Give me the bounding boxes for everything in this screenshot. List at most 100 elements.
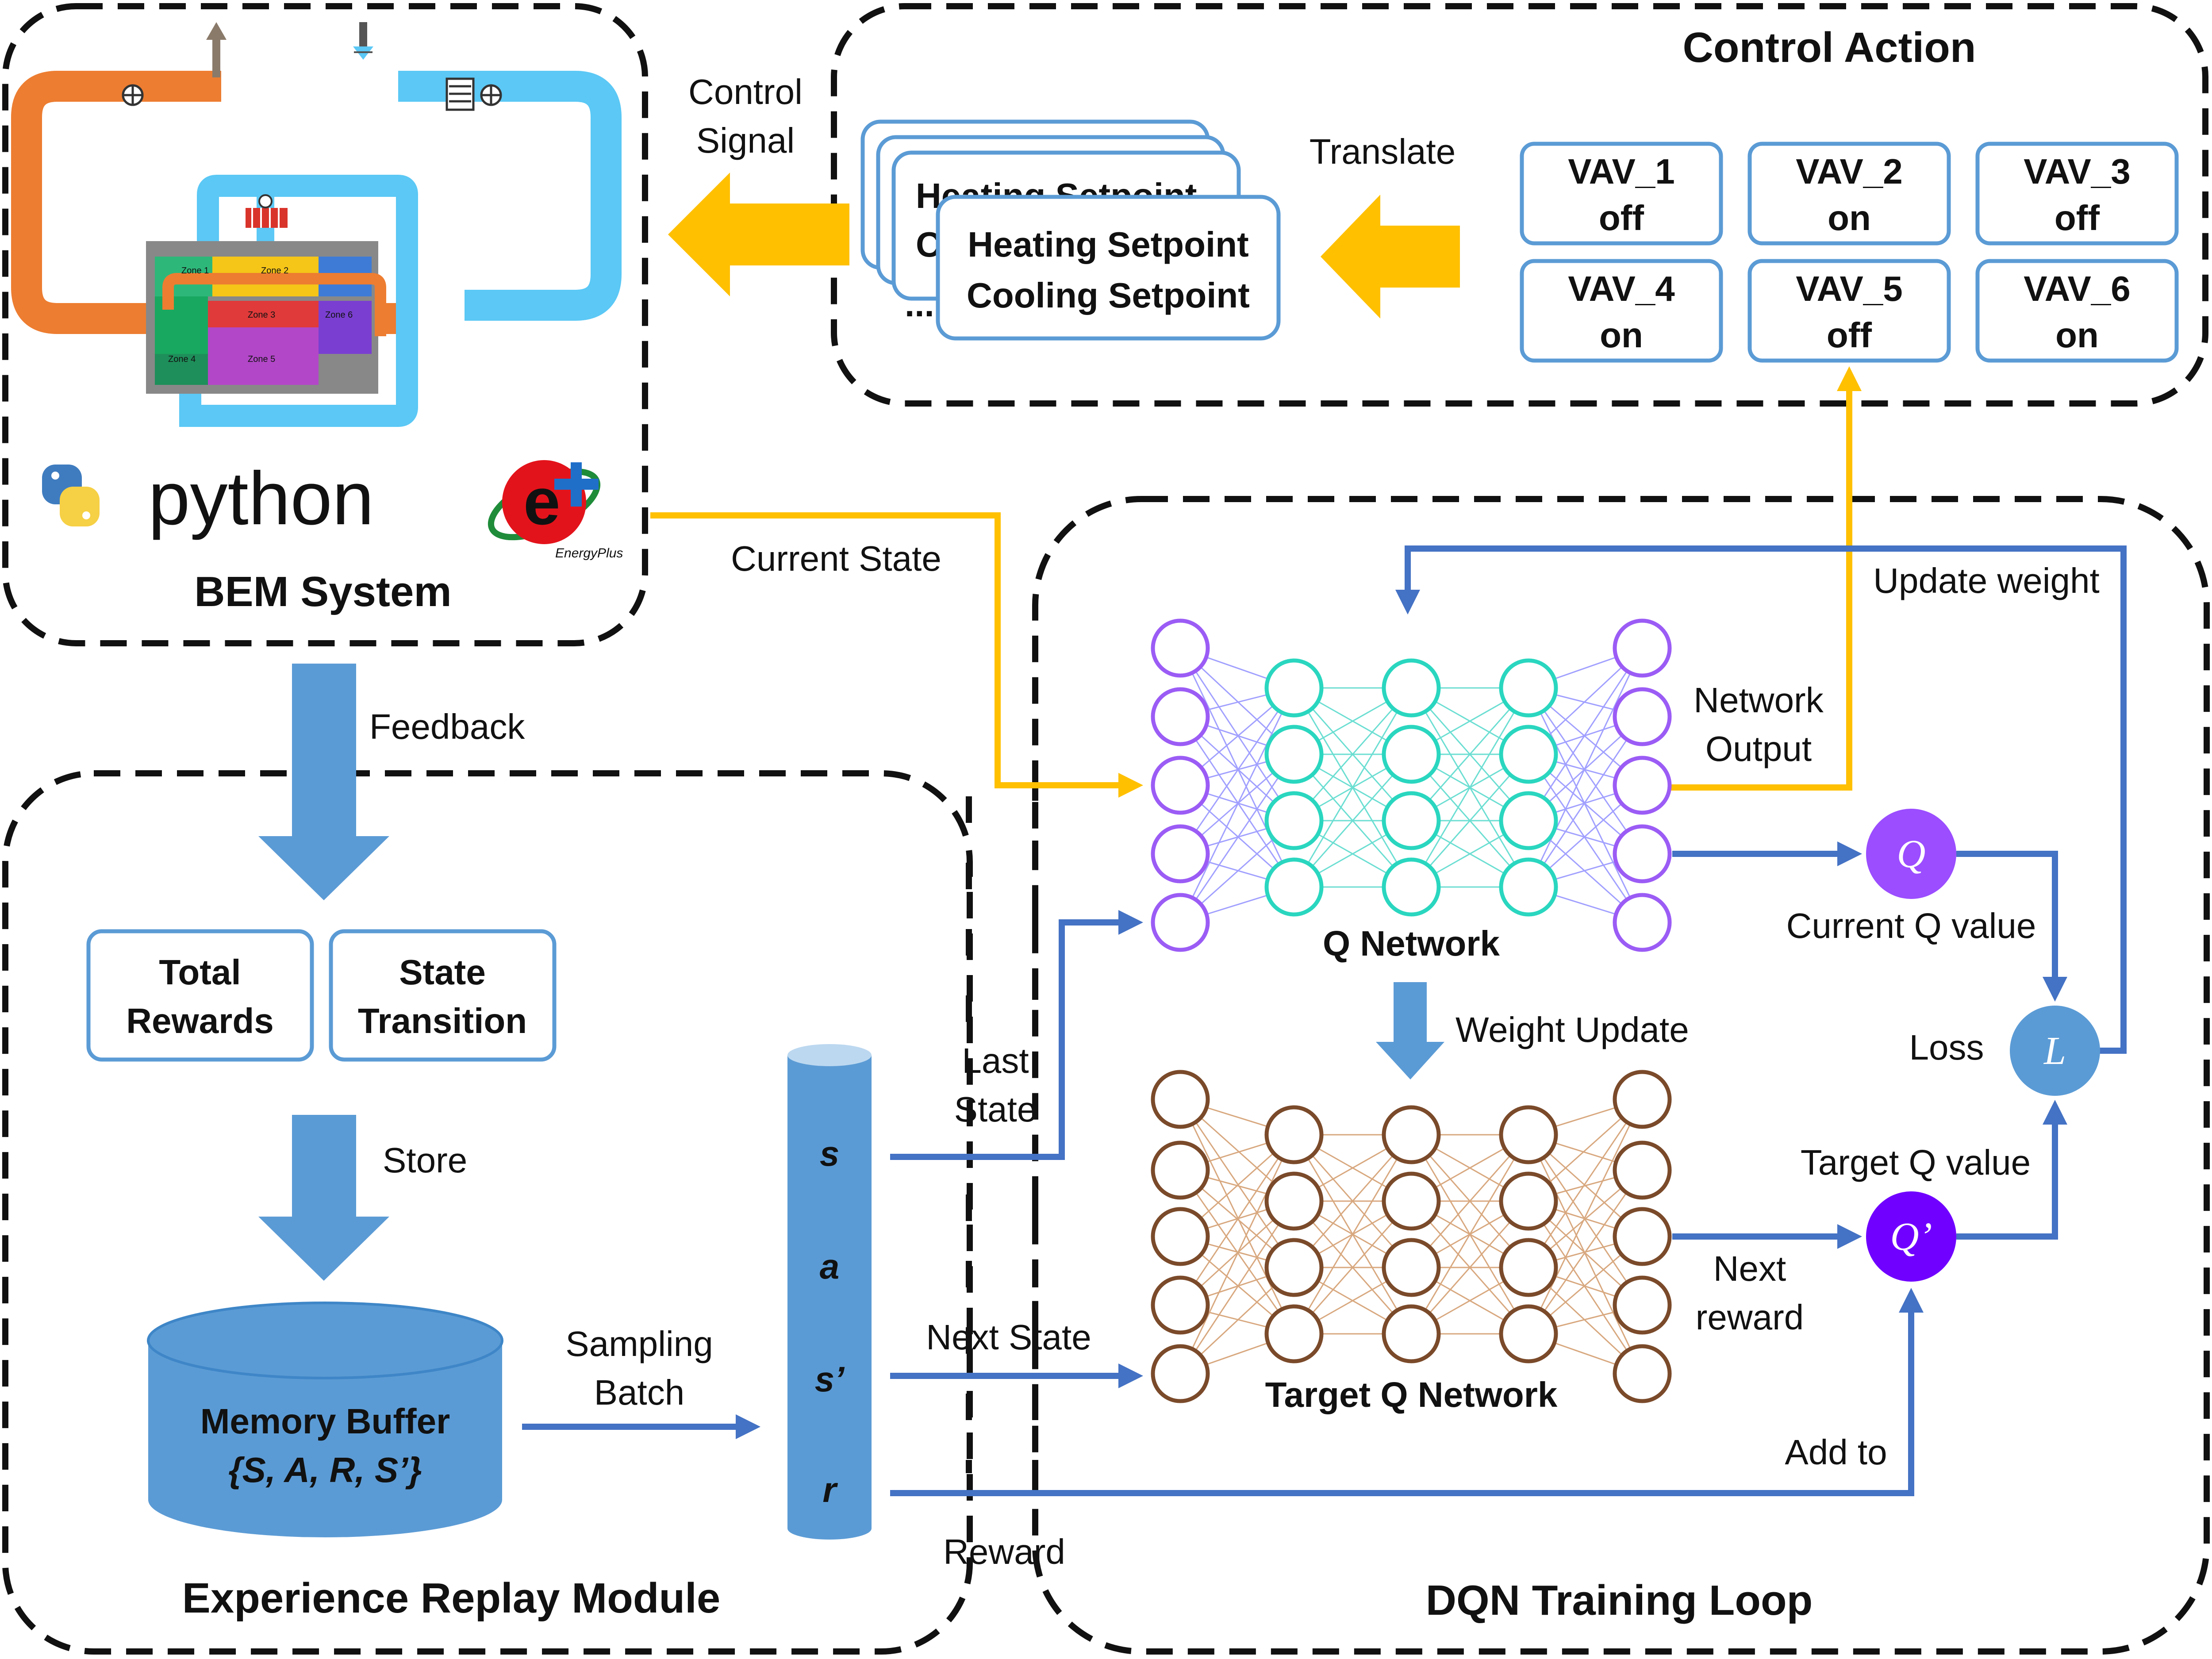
vav-name: VAV_4 — [1568, 269, 1675, 308]
feedback-label: Feedback — [369, 707, 525, 746]
target-q-network-label: Target Q Network — [1265, 1375, 1558, 1414]
vav-grid: VAV_1 off VAV_2 on VAV_3 off VAV_4 on VA… — [1520, 142, 2179, 363]
vav-box: VAV_5 off — [1747, 259, 1951, 363]
vav-state: off — [1599, 198, 1644, 238]
q-network-label: Q Network — [1323, 924, 1500, 963]
q-network-nodes — [1151, 618, 1672, 952]
q-prime-symbol: Q’ — [1890, 1215, 1932, 1259]
dqn-training-loop-title: DQN Training Loop — [1426, 1577, 1813, 1624]
fan-icon — [480, 84, 502, 106]
loss-node: L — [2010, 1006, 2100, 1096]
heating-setpoint-label: Heating Setpoint — [968, 225, 1249, 264]
energyplus-wordmark: EnergyPlus — [555, 546, 623, 561]
memory-buffer-cylinder: Memory Buffer {S, A, R, S’} — [147, 1302, 503, 1537]
translate-label: Translate — [1310, 132, 1456, 171]
coil-icon — [445, 77, 475, 111]
vav-box: VAV_2 on — [1747, 142, 1951, 246]
energyplus-logo: e EnergyPlus — [488, 460, 623, 561]
bem-system-title: BEM System — [194, 568, 452, 615]
vav-state: off — [1827, 315, 1872, 355]
zone-label: Zone 5 — [248, 354, 275, 364]
hvac-schematic: Zone 1 Zone 2 Zone 3 Zone 4 Zone 5 Zone … — [11, 22, 622, 427]
experience-replay-region — [2, 770, 973, 1655]
q-to-loss-connector — [1956, 851, 2067, 1002]
store-arrow — [258, 1115, 389, 1281]
experience-replay-title: Experience Replay Module — [182, 1575, 720, 1622]
current-state-label: Current State — [731, 539, 941, 578]
zone-label: Zone 1 — [181, 266, 209, 276]
network-output-label-2: Output — [1705, 729, 1812, 768]
intake-arrow-icon — [353, 22, 373, 60]
q-network — [1151, 618, 1672, 952]
target-q-network — [1151, 1070, 1672, 1403]
weight-update-label: Weight Update — [1455, 1010, 1689, 1049]
vav-name: VAV_6 — [2024, 269, 2131, 308]
vav-box: VAV_6 on — [1975, 259, 2179, 363]
target-q-value-label: Target Q value — [1801, 1143, 2031, 1182]
control-signal-arrow — [668, 173, 849, 296]
next-state-label: Next State — [926, 1317, 1091, 1357]
sampling-batch-label-2: Batch — [594, 1373, 685, 1412]
l-symbol: L — [2043, 1029, 2066, 1073]
dqn-training-region — [1032, 496, 2210, 1655]
vav-box: VAV_4 on — [1520, 259, 1723, 363]
network-output-label-1: Network — [1694, 680, 1824, 720]
reward-connector — [890, 1288, 1924, 1496]
batch-letter: r — [822, 1470, 838, 1509]
last-state-connector — [890, 910, 1143, 1160]
zone-label: Zone 3 — [248, 310, 275, 320]
reward-label: Reward — [943, 1532, 1065, 1571]
python-wordmark: python — [148, 457, 374, 541]
control-signal-label-1: Control — [688, 72, 803, 111]
translate-arrow — [1321, 195, 1460, 319]
vav-name: VAV_5 — [1796, 269, 1903, 308]
reheat-coil-icon — [246, 194, 288, 228]
cooling-setpoint-label: Cooling Setpoint — [967, 276, 1250, 315]
vav-state: on — [2055, 315, 2099, 355]
q-symbol: Q — [1897, 832, 1926, 876]
control-action-title: Control Action — [1683, 24, 1976, 71]
setpoint-card-stack: Heating Setpoint C ... Heating Setpoint … — [860, 119, 1281, 341]
exhaust-arrow-icon — [206, 22, 227, 77]
vav-box: VAV_1 off — [1520, 142, 1723, 246]
control-signal-label-2: Signal — [696, 121, 795, 160]
python-logo: python — [42, 457, 374, 541]
current-q-value-label: Current Q value — [1786, 906, 2036, 945]
weight-update-arrow — [1376, 982, 1444, 1079]
state-transition-box: State Transition — [329, 929, 557, 1062]
network-output-connector — [1668, 366, 1862, 791]
last-state-label-1: Last — [962, 1041, 1029, 1080]
state-transition-label-2: Transition — [358, 1001, 527, 1041]
batch-letter: s’ — [815, 1359, 845, 1399]
total-rewards-label-2: Rewards — [126, 1001, 273, 1041]
total-rewards-label-1: Total — [159, 952, 241, 992]
zone-label: Zone 6 — [325, 310, 353, 320]
batch-column: s a s’ r — [787, 1044, 872, 1540]
memory-buffer-label: Memory Buffer — [200, 1402, 450, 1441]
target-q-network-nodes — [1151, 1070, 1672, 1403]
add-to-label: Add to — [1785, 1432, 1887, 1472]
store-label: Store — [383, 1141, 467, 1180]
bem-system-region — [2, 3, 648, 646]
sampling-batch-label-1: Sampling — [565, 1324, 713, 1363]
vav-name: VAV_3 — [2024, 152, 2131, 191]
target-q-network-edges — [1179, 1098, 1643, 1375]
setpoint-ellipsis: ... — [905, 284, 934, 324]
zone-label: Zone 4 — [168, 354, 196, 364]
vav-name: VAV_2 — [1796, 152, 1903, 191]
last-state-label-2: State — [954, 1090, 1037, 1129]
feedback-arrow — [258, 664, 389, 900]
state-transition-label-1: State — [399, 952, 486, 992]
vav-name: VAV_1 — [1568, 152, 1675, 191]
total-rewards-box: Total Rewards — [86, 929, 314, 1062]
memory-buffer-tuple: {S, A, R, S’} — [228, 1450, 422, 1490]
loss-label: Loss — [1909, 1028, 1984, 1067]
zone-label: Zone 2 — [261, 266, 288, 276]
fan-icon — [122, 84, 144, 106]
setpoint-card — [936, 195, 1281, 341]
current-state-connector — [650, 512, 1143, 798]
batch-letter: a — [820, 1247, 840, 1286]
update-weight-connector — [1395, 545, 2127, 1054]
q-prime-node: Q’ — [1866, 1191, 1956, 1282]
